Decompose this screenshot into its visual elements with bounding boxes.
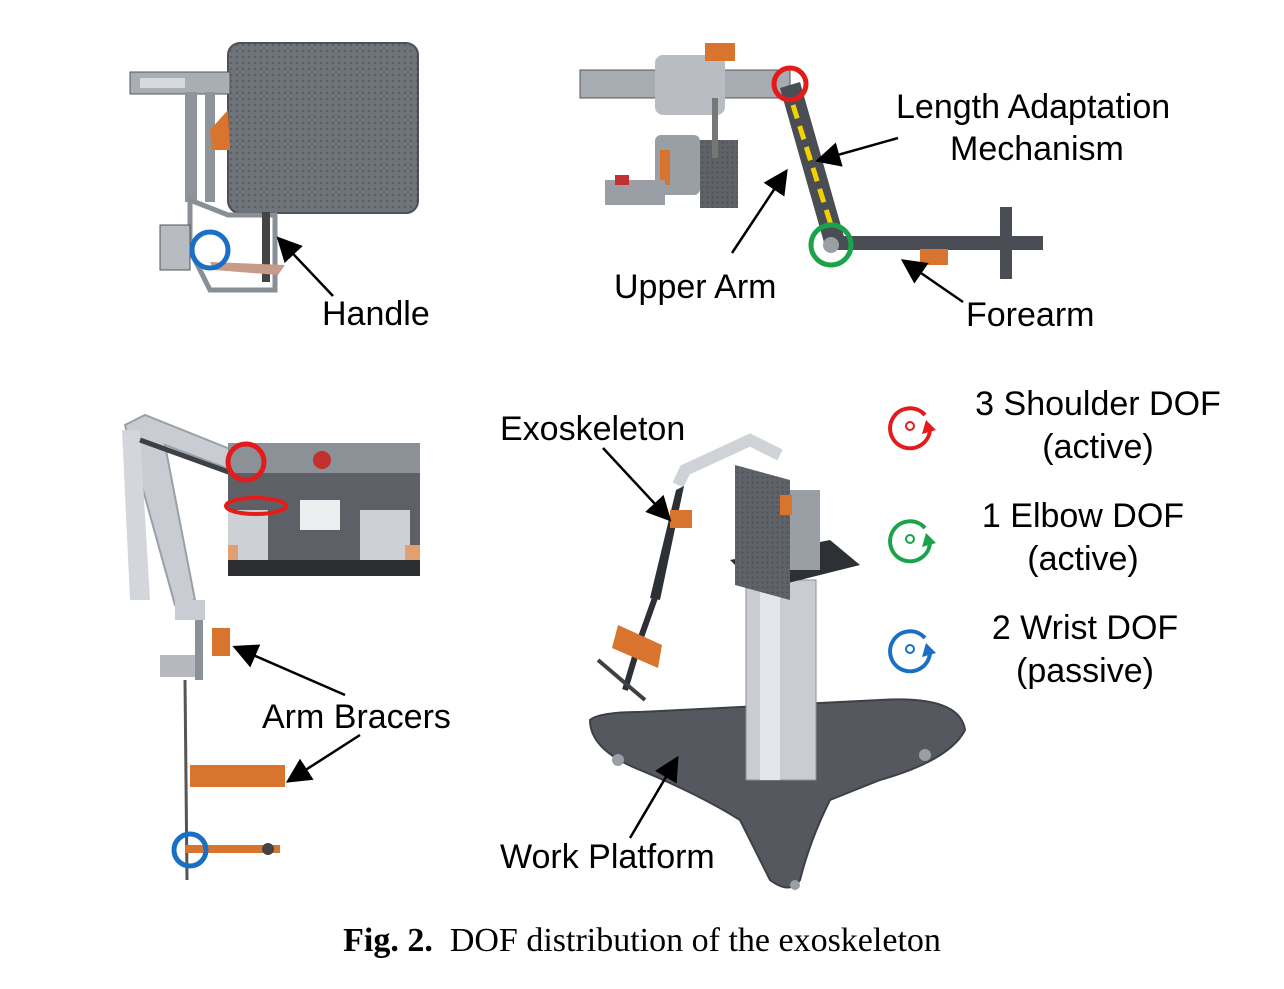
legend-wrist-line2: (passive)	[1016, 651, 1154, 690]
forearm-arrow	[900, 259, 964, 304]
legend-shoulder-line1: 3 Shoulder DOF	[975, 385, 1221, 423]
legend-shoulder: 3 Shoulder DOF (active)	[958, 383, 1238, 468]
iso-back-panel	[735, 465, 790, 600]
mechanism-label: Mechanism	[950, 130, 1124, 168]
top-right-view	[579, 43, 1043, 279]
back-panel	[227, 42, 419, 214]
rotation-arrow-icon	[888, 629, 936, 674]
top-left-view	[129, 42, 419, 293]
figure-caption: Fig. 2. DOF distribution of the exoskele…	[0, 922, 1284, 960]
bracer-block	[210, 110, 230, 150]
wrist-dof-marker	[189, 229, 231, 271]
arm-bracers-label: Arm Bracers	[262, 698, 451, 736]
arm-bracers-arrow-lower	[285, 733, 361, 783]
legend-elbow-line1: 1 Elbow DOF	[981, 497, 1185, 535]
legend-wrist: 2 Wrist DOF (passive)	[960, 607, 1210, 692]
arm-bracers-arrow-upper	[232, 644, 346, 697]
elbow-dof-marker	[808, 222, 854, 268]
forearm-link	[828, 236, 1043, 250]
rotation-arrow-icon	[888, 406, 936, 451]
upper-arm-arrow	[730, 168, 788, 254]
caption-prefix: Fig. 2.	[343, 922, 433, 959]
exoskeleton-arrow	[602, 447, 672, 522]
lower-bracer	[190, 765, 285, 787]
mechanism-arrow	[815, 136, 899, 167]
work-platform-arrow	[628, 755, 679, 839]
exoskeleton-label: Exoskeleton	[500, 410, 686, 448]
legend-icons	[888, 406, 936, 674]
upper-bracer	[212, 628, 230, 656]
rotation-arrow-icon	[888, 519, 936, 564]
work-platform-label: Work Platform	[500, 838, 715, 876]
shoulder-dof-marker	[771, 65, 809, 103]
handle-arrow	[276, 236, 334, 297]
bottom-left-view	[122, 413, 420, 881]
handle-label: Handle	[322, 295, 430, 333]
caption-text: DOF distribution of the exoskeleton	[449, 922, 941, 959]
callout-arrows	[232, 136, 964, 839]
upper-arm-link	[780, 82, 845, 246]
forearm-label: Forearm	[966, 296, 1095, 334]
isometric-view	[588, 433, 967, 890]
lift-column	[745, 579, 817, 781]
length-adaptation-label: Length Adaptation	[896, 88, 1171, 126]
legend-wrist-line1: 2 Wrist DOF	[991, 609, 1179, 647]
upper-arm-label: Upper Arm	[614, 268, 777, 306]
legend-elbow-line2: (active)	[1027, 539, 1139, 578]
legend-shoulder-line2: (active)	[1042, 427, 1154, 466]
legend-elbow: 1 Elbow DOF (active)	[958, 495, 1208, 580]
